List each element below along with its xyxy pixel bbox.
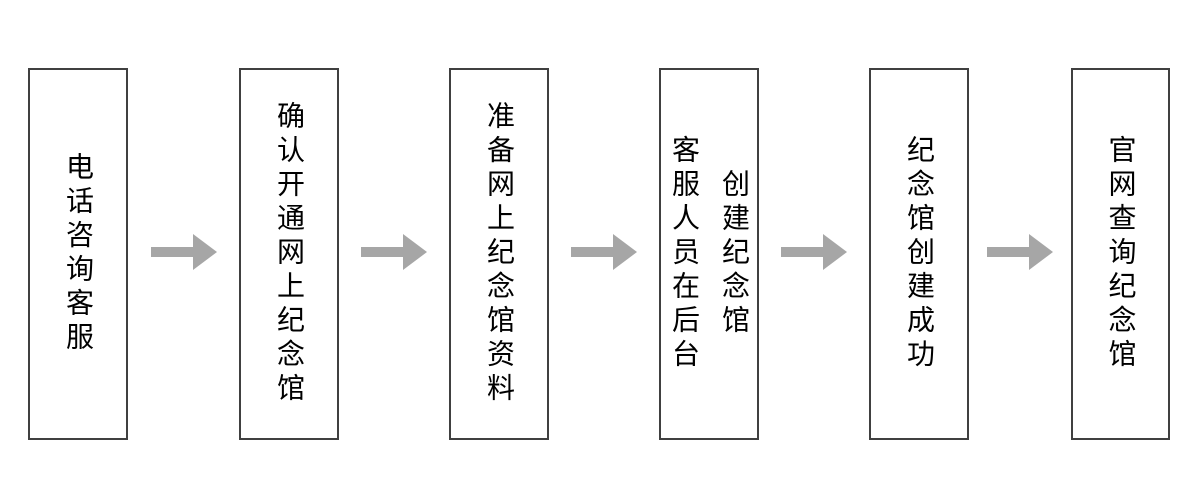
right-arrow-icon: [781, 234, 847, 270]
flow-step-phone-consult: 电话咨询客服: [28, 68, 128, 440]
right-arrow-icon: [361, 234, 427, 270]
flow-step-label: 确认开通网上纪念馆: [274, 101, 305, 407]
right-arrow-icon: [151, 234, 217, 270]
flow-step-label: 纪念馆创建成功: [904, 135, 935, 373]
flow-step-label-column-1: 客服人员在后台: [669, 135, 700, 373]
right-arrow-icon: [987, 234, 1053, 270]
flow-step-query-official-site: 官网查询纪念馆: [1071, 68, 1170, 440]
flow-step-label: 准备网上纪念馆资料: [484, 101, 515, 407]
flow-step-confirm-open: 确认开通网上纪念馆: [239, 68, 339, 440]
flow-step-label-column-2: 创建纪念馆: [719, 169, 750, 339]
flow-step-prepare-materials: 准备网上纪念馆资料: [449, 68, 549, 440]
flow-step-staff-create: 客服人员在后台 创建纪念馆: [659, 68, 759, 440]
flow-step-label: 电话咨询客服: [63, 152, 94, 356]
flow-step-label: 官网查询纪念馆: [1105, 135, 1137, 373]
right-arrow-icon: [571, 234, 637, 270]
flow-step-creation-success: 纪念馆创建成功: [869, 68, 969, 440]
